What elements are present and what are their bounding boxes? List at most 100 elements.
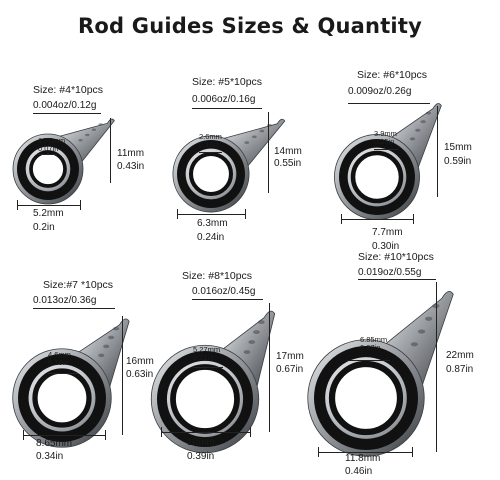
size-label: Size: #6*10pcs — [357, 69, 428, 81]
weight-label: 0.019oz/0.55g — [358, 267, 422, 278]
width-in-label: 0.2in — [33, 222, 55, 233]
height-in-label: 0.55in — [274, 158, 302, 169]
width-mm-label: 11.8mm — [345, 453, 381, 464]
height-in-label: 0.43in — [117, 161, 145, 172]
width-mm-label: 8.65mm — [36, 438, 73, 449]
height-dimension-line — [269, 303, 270, 432]
foot-grip — [244, 141, 250, 144]
inner-diameter-line — [374, 149, 398, 150]
foot-grip — [103, 344, 110, 349]
guide-foot — [78, 318, 130, 389]
width-dimension-line — [318, 452, 412, 453]
weight-underline — [358, 279, 436, 280]
size-label: Size: #4*10pcs — [33, 84, 104, 96]
weight-underline — [348, 103, 430, 104]
width-tick-right — [412, 447, 413, 457]
size-label: Size: #10*10pcs — [358, 251, 434, 263]
weight-label: 0.004oz/0.12g — [33, 100, 97, 111]
inner-diameter-mm-label: 4.6mm — [48, 350, 71, 359]
height-mm-label: 17mm — [276, 351, 304, 362]
foot-grip — [417, 329, 426, 334]
foot-grip — [257, 320, 265, 325]
weight-underline — [33, 113, 101, 114]
size-label: Size:#7 *10pcs — [43, 279, 114, 291]
width-tick-right — [245, 209, 246, 219]
foot-grip — [425, 111, 432, 115]
inner-diameter-in-label: 0.10in — [199, 140, 220, 149]
width-tick-left — [318, 447, 319, 457]
width-mm-label: 5.2mm — [33, 208, 64, 219]
foot-grip — [409, 137, 416, 141]
foot-grip — [248, 340, 256, 344]
guide-ring-hole — [32, 368, 92, 428]
size-label: Size: #8*10pcs — [182, 270, 253, 282]
weight-label: 0.009oz/0.26g — [348, 86, 412, 97]
width-mm-label: 7.7mm — [372, 227, 403, 238]
foot-grip — [91, 128, 97, 131]
height-dimension-line — [436, 282, 437, 452]
foot-grip — [410, 342, 419, 347]
height-in-label: 0.67in — [276, 364, 304, 375]
height-in-label: 0.59in — [444, 156, 472, 167]
weight-underline — [192, 299, 263, 300]
height-mm-label: 14mm — [274, 146, 302, 157]
weight-label: 0.006oz/0.16g — [192, 94, 256, 105]
height-mm-label: 22mm — [446, 350, 474, 361]
foot-grip — [98, 123, 103, 126]
weight-label: 0.016oz/0.45g — [192, 286, 256, 297]
foot-grip — [108, 335, 115, 340]
width-tick-left — [161, 427, 162, 437]
height-in-label: 0.63in — [126, 369, 154, 380]
foot-grip — [420, 120, 426, 124]
guide-ring-hole — [350, 150, 404, 204]
guide-ring-hole — [188, 151, 234, 197]
height-dimension-line — [437, 106, 438, 197]
weight-underline — [192, 108, 262, 109]
width-tick-left — [23, 430, 24, 440]
width-tick-left — [177, 209, 178, 219]
height-mm-label: 11mm — [117, 148, 145, 159]
height-dimension-line — [268, 112, 269, 193]
inner-diameter-line — [48, 373, 78, 374]
foot-grip — [425, 316, 433, 321]
guide-foot — [223, 310, 276, 390]
weight-label: 0.013oz/0.36g — [33, 295, 97, 306]
foot-grip — [112, 326, 120, 331]
inner-diameter-in-label: 0.27in — [360, 343, 381, 352]
foot-grip — [253, 330, 260, 335]
weight-underline — [33, 308, 115, 309]
width-in-label: 0.24in — [197, 232, 225, 243]
height-in-label: 0.87in — [446, 364, 474, 375]
inner-diameter-in-label: 0.15in — [374, 137, 395, 146]
foot-grip — [432, 303, 440, 309]
width-in-label: 0.39in — [187, 451, 215, 462]
inner-diameter-mm-label: 1.75mm — [38, 136, 66, 145]
width-tick-right — [413, 214, 414, 224]
width-in-label: 0.30in — [372, 241, 400, 252]
foot-grip — [243, 350, 251, 354]
height-dimension-line — [122, 316, 123, 435]
guide-ring-hole — [328, 360, 404, 436]
height-dimension-line — [110, 118, 111, 183]
width-tick-right — [105, 430, 106, 440]
inner-diameter-mm-label: 2.6mm — [199, 132, 222, 141]
width-tick-left — [17, 200, 18, 210]
inner-diameter-in-label: 0.21in — [193, 353, 214, 362]
inner-diameter-in-label: 0.18in — [48, 358, 69, 367]
foot-grip — [85, 133, 90, 137]
size-label: Size: #5*10pcs — [192, 76, 263, 88]
width-dimension-line — [23, 435, 105, 436]
width-mm-label: 10mm — [187, 437, 215, 448]
width-dimension-line — [341, 219, 413, 220]
inner-diameter-mm-label: 3.9mm — [374, 129, 397, 138]
inner-diameter-line — [193, 367, 223, 368]
foot-grip — [415, 128, 421, 132]
height-mm-label: 15mm — [444, 142, 472, 153]
width-in-label: 0.46in — [345, 466, 373, 477]
width-tick-right — [250, 427, 251, 437]
